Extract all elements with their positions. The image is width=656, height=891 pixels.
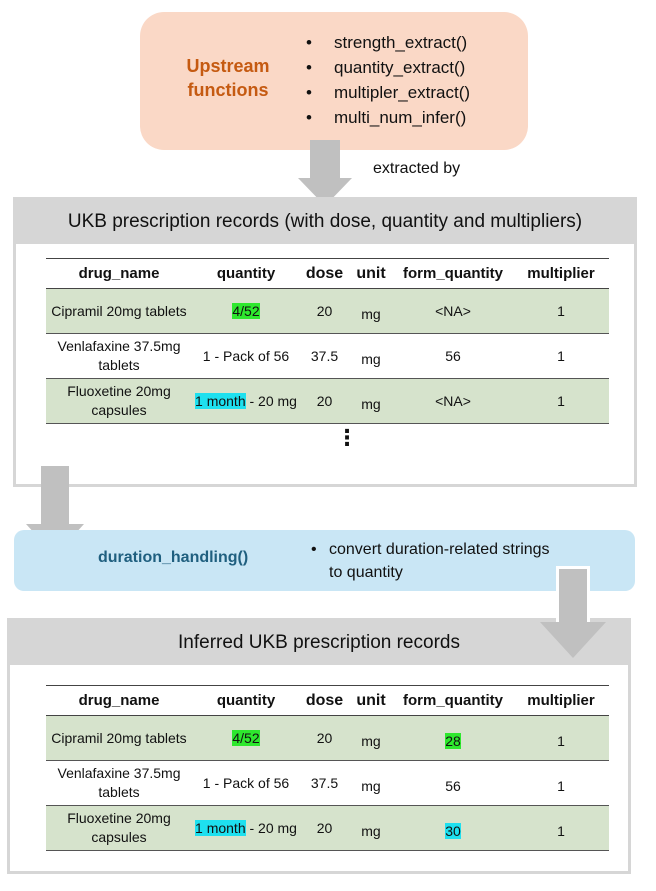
column-header: dose (300, 685, 349, 716)
quantity-highlight: 4/52 (232, 302, 260, 319)
column-header: quantity (192, 258, 300, 289)
column-header: dose (300, 258, 349, 289)
form-quantity-cell: 56 (393, 333, 513, 379)
unit-cell: mg (349, 333, 393, 379)
function-item: multipler_extract() (302, 80, 470, 105)
table-row: Cipramil 20mg tablets 4/52 20 mg <NA> 1 (46, 288, 609, 334)
column-header: form_quantity (393, 685, 513, 716)
table-header-row: drug_name quantity dose unit form_quanti… (46, 685, 609, 716)
inferred-records-table: drug_name quantity dose unit form_quanti… (46, 685, 609, 851)
quantity-rest: - 20 mg (245, 819, 297, 836)
multiplier-cell: 1 (513, 288, 609, 334)
duration-handling-box: duration_handling() convert duration-rel… (14, 530, 635, 591)
drug-name-cell: Fluoxetine 20mg capsules (46, 378, 192, 424)
table-row: Fluoxetine 20mg capsules 1 month - 20 mg… (46, 805, 609, 851)
table-row: Venlafaxine 37.5mg tablets 1 - Pack of 5… (46, 760, 609, 806)
quantity-highlight: 4/52 (232, 729, 260, 746)
quantity-cell: 4/52 (192, 715, 300, 761)
more-rows-ellipsis: ⋮ (336, 427, 358, 449)
form-quantity-cell: 30 (393, 805, 513, 851)
form-quantity-cell: 56 (393, 760, 513, 806)
extracted-by-label: extracted by (373, 160, 461, 177)
column-header: form_quantity (393, 258, 513, 289)
function-item: strength_extract() (302, 30, 470, 55)
unit-cell: mg (349, 378, 393, 424)
dose-cell: 20 (300, 288, 349, 334)
function-item: quantity_extract() (302, 55, 470, 80)
form-quantity-cell: <NA> (393, 378, 513, 424)
column-header: drug_name (46, 258, 192, 289)
dose-cell: 20 (300, 715, 349, 761)
table-row: Cipramil 20mg tablets 4/52 20 mg 28 1 (46, 715, 609, 761)
multiplier-cell: 1 (513, 805, 609, 851)
column-header: unit (349, 258, 393, 289)
multiplier-cell: 1 (513, 760, 609, 806)
duration-handling-title: duration_handling() (98, 549, 249, 566)
drug-name-cell: Fluoxetine 20mg capsules (46, 805, 192, 851)
multiplier-cell: 1 (513, 715, 609, 761)
ukb-records-title: UKB prescription records (with dose, qua… (16, 200, 634, 244)
quantity-cell: 1 month - 20 mg (192, 805, 300, 851)
upstream-function-list: strength_extract() quantity_extract() mu… (302, 30, 470, 130)
multiplier-cell: 1 (513, 378, 609, 424)
dose-cell: 37.5 (300, 760, 349, 806)
table-header-row: drug_name quantity dose unit form_quanti… (46, 258, 609, 289)
table-row: Fluoxetine 20mg capsules 1 month - 20 mg… (46, 378, 609, 424)
quantity-cell: 4/52 (192, 288, 300, 334)
form-quantity-cell: <NA> (393, 288, 513, 334)
unit-cell: mg (349, 805, 393, 851)
ukb-records-panel: UKB prescription records (with dose, qua… (13, 197, 637, 487)
column-header: multiplier (513, 258, 609, 289)
drug-name-cell: Cipramil 20mg tablets (46, 715, 192, 761)
quantity-highlight: 1 month (195, 392, 246, 409)
dose-cell: 20 (300, 378, 349, 424)
unit-cell: mg (349, 760, 393, 806)
drug-name-cell: Venlafaxine 37.5mg tablets (46, 760, 192, 806)
down-arrow-icon (540, 566, 606, 658)
upstream-title-line1: Upstream (186, 56, 270, 76)
column-header: unit (349, 685, 393, 716)
form-quantity-highlight: 28 (445, 732, 461, 749)
drug-name-cell: Cipramil 20mg tablets (46, 288, 192, 334)
ukb-records-table: drug_name quantity dose unit form_quanti… (46, 258, 609, 424)
drug-name-cell: Venlafaxine 37.5mg tablets (46, 333, 192, 379)
quantity-rest: - 20 mg (245, 392, 297, 409)
column-header: multiplier (513, 685, 609, 716)
column-header: drug_name (46, 685, 192, 716)
form-quantity-cell: 28 (393, 715, 513, 761)
inferred-records-panel: Inferred UKB prescription records drug_n… (7, 618, 631, 874)
duration-handling-description: convert duration-related strings to quan… (299, 538, 559, 584)
quantity-highlight: 1 month (195, 819, 246, 836)
function-item: multi_num_infer() (302, 105, 470, 130)
multiplier-cell: 1 (513, 333, 609, 379)
table-row: Venlafaxine 37.5mg tablets 1 - Pack of 5… (46, 333, 609, 379)
dose-cell: 37.5 (300, 333, 349, 379)
quantity-cell: 1 month - 20 mg (192, 378, 300, 424)
form-quantity-highlight: 30 (445, 822, 461, 839)
upstream-functions-box: Upstream functions strength_extract() qu… (140, 12, 528, 150)
unit-cell: mg (349, 288, 393, 334)
upstream-title-line2: functions (187, 80, 269, 100)
quantity-cell: 1 - Pack of 56 (192, 333, 300, 379)
dose-cell: 20 (300, 805, 349, 851)
unit-cell: mg (349, 715, 393, 761)
inferred-records-title: Inferred UKB prescription records (10, 621, 628, 665)
column-header: quantity (192, 685, 300, 716)
quantity-cell: 1 - Pack of 56 (192, 760, 300, 806)
upstream-title: Upstream functions (168, 54, 288, 102)
